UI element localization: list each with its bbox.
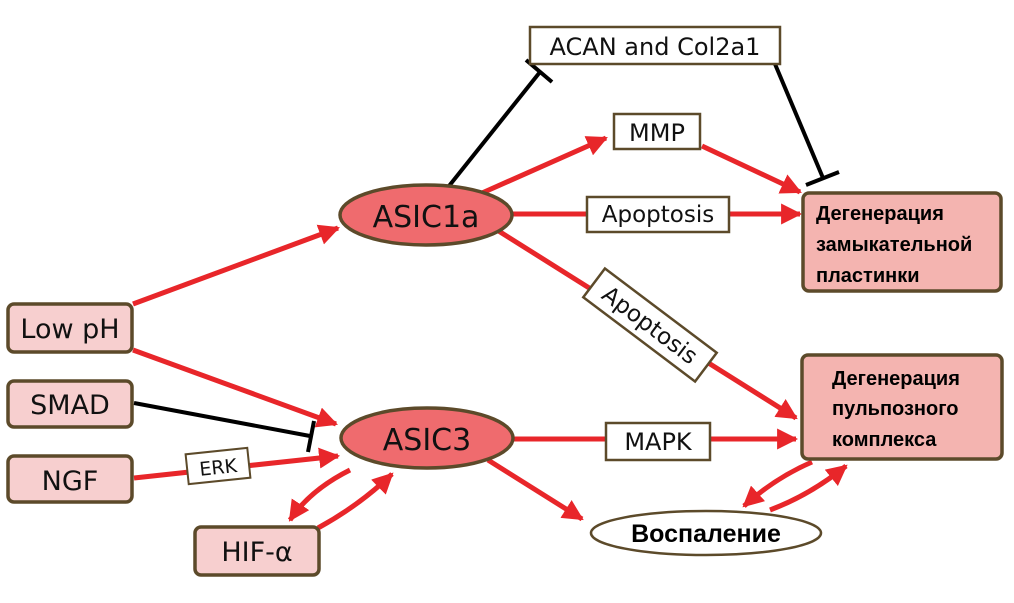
endplate-line-3: пластинки [816,265,920,287]
edge-pulp-inflammation [742,459,813,508]
node-smad: SMAD [6,379,134,429]
edge-asic3-hif [287,467,352,522]
node-apoptosis-top-label: Apoptosis [602,202,714,228]
node-asic3: ASIC3 [339,406,515,470]
node-mmp: MMP [612,112,702,151]
node-inflammation-label: Воспаление [631,520,781,548]
node-apoptosis-diagonal: Apoptosis [581,266,719,384]
edge-inflammation-pulp [769,464,848,513]
edge-mmp-endplate [700,143,802,195]
node-acan-col2a1: ACAN and Col2a1 [528,25,782,66]
endplate-line-2: замыкательной [816,234,972,256]
node-smad-label: SMAD [30,390,110,421]
node-asic1a: ASIC1a [338,183,514,247]
label-erk: ERK [184,446,252,486]
node-low-ph-label: Low pH [20,314,119,345]
node-apoptosis-top: Apoptosis [585,195,731,234]
label-erk-text: ERK [198,455,238,481]
edge-acan-inhibits-endplate [773,63,840,187]
edge-smad-inhibits-asic3 [133,401,316,453]
node-ngf-label: NGF [42,466,99,497]
edge-lowph-asic3 [132,347,338,428]
endplate-line-1: Дегенерация [816,203,944,225]
edge-hif-asic3 [316,472,394,531]
edge-asic1a-mmp [480,135,608,196]
node-mapk-label: MAPK [624,428,693,456]
node-mmp-label: MMP [629,119,685,147]
node-apoptosis-diagonal-label: Apoptosis [597,282,702,370]
pulp-line-2: пульпозного [832,398,959,420]
node-mapk: MAPK [604,421,712,462]
node-acan-col2a1-label: ACAN and Col2a1 [550,33,761,61]
edge-lowph-asic1a [132,224,340,307]
pulp-line-1: Дегенерация [832,368,960,390]
node-asic3-label: ASIC3 [383,423,471,458]
node-hif-alpha-label: HIF-α [221,537,292,568]
pulp-line-3: комплекса [832,429,937,451]
node-pulp-degeneration: Дегенерация пульпозного комплекса [800,353,1004,461]
edge-asic3-inflammation [486,457,584,522]
node-inflammation: Воспаление [589,509,823,557]
node-asic1a-label: ASIC1a [373,200,480,235]
node-low-ph: Low pH [6,302,134,354]
node-ngf: NGF [6,454,134,504]
node-endplate-degeneration: Дегенерация замыкательной пластинки [801,191,1003,293]
node-hif-alpha: HIF-α [193,525,321,577]
